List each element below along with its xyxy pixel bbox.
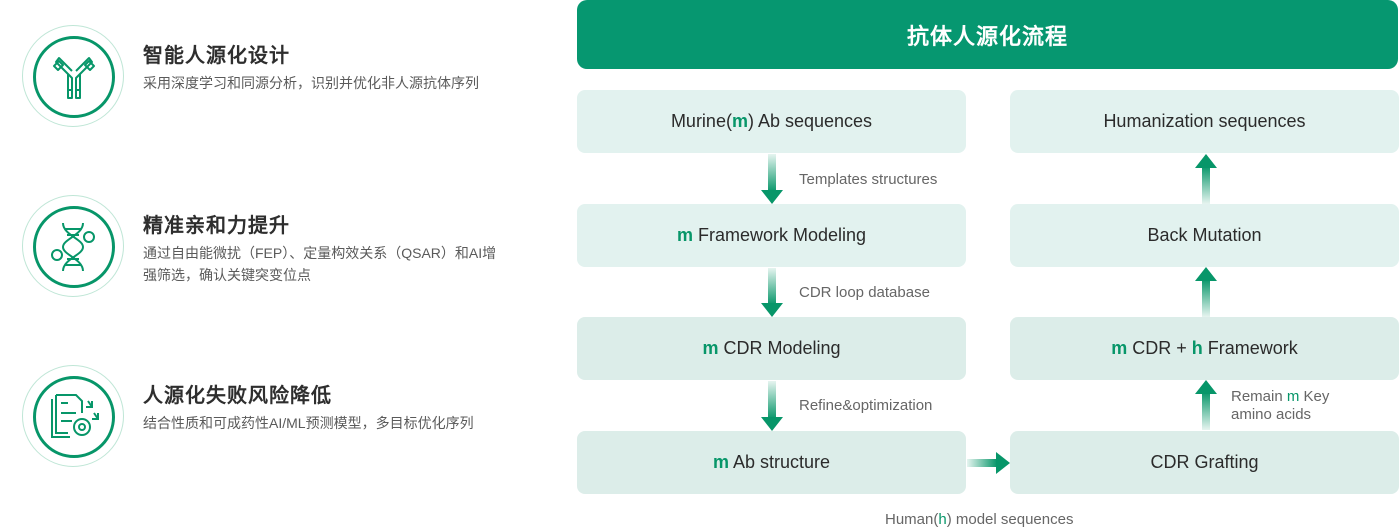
step-cdr-plus-framework: m CDR + h Framework — [1010, 317, 1399, 380]
feature-description: 通过自由能微扰（FEP）、定量构效关系（QSAR）和AI增强筛选，确认关键突变位… — [143, 245, 497, 283]
step-text: Framework Modeling — [692, 225, 867, 245]
step-back-mutation: Back Mutation — [1010, 204, 1399, 267]
arrow-up — [1195, 154, 1217, 204]
flow-title: 抗体人源化流程 — [577, 0, 1398, 69]
murine-highlight: m — [731, 111, 748, 131]
step-cdr-modeling: m CDR Modeling — [577, 317, 966, 380]
step-text: Ab structure — [728, 452, 831, 472]
feature-item: 人源化失败风险降低 结合性质和可成药性AI/ML预测模型，多目标优化序列 — [22, 365, 522, 475]
feature-title: 精准亲和力提升 — [143, 215, 290, 237]
icon-ring — [22, 365, 124, 467]
step-text: Back Mutation — [1147, 225, 1262, 245]
step-humanization-sequences: Humanization sequences — [1010, 90, 1399, 153]
label-text: amino acids — [1231, 406, 1312, 423]
arrow-up — [1195, 267, 1217, 317]
feature-description: 结合性质和可成药性AI/ML预测模型，多目标优化序列 — [143, 415, 474, 431]
label-text: Remain — [1231, 388, 1287, 405]
human-highlight: h — [1191, 338, 1203, 358]
arrow-down — [761, 381, 783, 431]
icon-ring — [22, 25, 124, 127]
step-text: CDR + — [1127, 338, 1192, 358]
dna-icon — [51, 222, 95, 272]
arrow-down — [761, 154, 783, 204]
icon-ring — [22, 195, 124, 297]
feature-item: 精准亲和力提升 通过自由能微扰（FEP）、定量构效关系（QSAR）和AI增强筛选… — [22, 195, 522, 305]
step-ab-structure: m Ab structure — [577, 431, 966, 494]
feature-description: 采用深度学习和同源分析，识别并优化非人源抗体序列 — [143, 75, 479, 91]
edge-label-human-model: Human(h) model sequences — [885, 511, 1073, 529]
feature-title: 人源化失败风险降低 — [143, 385, 332, 407]
murine-highlight: m — [1111, 338, 1128, 358]
label-text: Key — [1299, 388, 1330, 405]
feature-title: 智能人源化设计 — [143, 45, 290, 67]
step-text: Framework — [1202, 338, 1298, 358]
murine-highlight: m — [712, 452, 729, 472]
murine-highlight: m — [676, 225, 693, 245]
murine-highlight: m — [702, 338, 719, 358]
edge-label-cdr-loop: CDR loop database — [799, 284, 930, 301]
step-cdr-grafting: CDR Grafting — [1010, 431, 1399, 494]
arrow-right — [967, 452, 1010, 474]
step-murine-ab-sequences: Murine(m) Ab sequences — [577, 90, 966, 153]
label-text: ) model sequences — [946, 511, 1074, 528]
arrow-up — [1195, 380, 1217, 430]
feature-item: 智能人源化设计 采用深度学习和同源分析，识别并优化非人源抗体序列 — [22, 25, 522, 135]
step-text: CDR Grafting — [1150, 452, 1259, 472]
edge-label-templates: Templates structures — [799, 171, 938, 188]
step-text: ) Ab sequences — [747, 111, 873, 131]
antibody-icon — [53, 57, 95, 99]
label-text: Human( — [885, 511, 939, 528]
step-text: Murine( — [670, 111, 732, 131]
edge-label-remain-key: Remain m Key amino acids — [1231, 388, 1329, 424]
arrow-down — [761, 268, 783, 317]
human-highlight: h — [938, 511, 947, 528]
step-text: CDR Modeling — [718, 338, 841, 358]
step-framework-modeling: m Framework Modeling — [577, 204, 966, 267]
murine-highlight: m — [1286, 388, 1300, 405]
edge-label-refine: Refine&optimization — [799, 397, 933, 414]
document-gear-icon — [51, 394, 99, 438]
step-text: Humanization sequences — [1103, 111, 1306, 131]
